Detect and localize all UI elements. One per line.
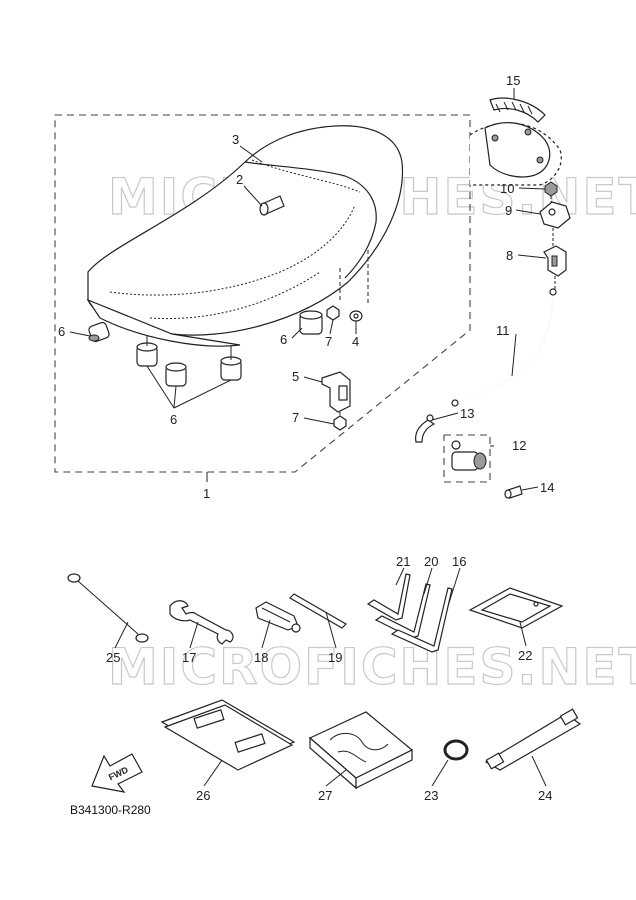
callout-23: 23 (424, 788, 438, 803)
rubber-strap[interactable] (484, 708, 582, 771)
callout-3: 3 (232, 132, 239, 147)
lock-nut[interactable] (544, 181, 558, 197)
callout-13: 13 (460, 406, 474, 421)
lock-lever[interactable] (415, 414, 436, 443)
callout-21: 21 (396, 554, 410, 569)
callout-16: 16 (452, 554, 466, 569)
seat-lock-cable[interactable] (451, 288, 557, 407)
callout-25: 25 (106, 650, 120, 665)
bracket-nut[interactable] (333, 415, 347, 431)
hex-wrench-16[interactable] (390, 587, 453, 653)
callout-9: 9 (505, 203, 512, 218)
hex-wrench-21[interactable] (366, 573, 411, 621)
callout-8: 8 (506, 248, 513, 263)
owners-manual[interactable] (308, 711, 414, 790)
lock-bolt[interactable] (504, 485, 523, 499)
o-ring[interactable] (443, 739, 469, 761)
lock-assembly-outline (443, 434, 491, 483)
tool-tray[interactable] (468, 587, 564, 629)
callout-4: 4 (352, 334, 359, 349)
callout-6-front: 6 (58, 324, 65, 339)
callout-27: 27 (318, 788, 332, 803)
callout-17: 17 (182, 650, 196, 665)
callout-12: 12 (512, 438, 526, 453)
spanner-wrench[interactable] (169, 600, 234, 645)
callout-15: 15 (506, 73, 520, 88)
callout-19: 19 (328, 650, 342, 665)
seat-assembly-outline (54, 114, 471, 473)
lock-plate[interactable] (539, 201, 571, 229)
callout-1: 1 (203, 486, 210, 501)
callout-14: 14 (540, 480, 554, 495)
seat-dampers-bottom[interactable] (136, 336, 242, 387)
callout-6-rear: 6 (280, 332, 287, 347)
washer[interactable] (349, 310, 363, 322)
callout-6-bottom: 6 (170, 412, 177, 427)
callout-22: 22 (518, 648, 532, 663)
seat-damper-front[interactable] (88, 321, 110, 343)
callout-24: 24 (538, 788, 552, 803)
callout-11: 11 (496, 323, 510, 338)
seat-lock[interactable] (451, 440, 487, 471)
watermark-bottom: MICROFICHES.NET (108, 638, 636, 696)
nut[interactable] (326, 305, 340, 321)
screwdriver-bit[interactable] (289, 593, 347, 629)
grab-bar[interactable] (469, 97, 562, 186)
callout-26: 26 (196, 788, 210, 803)
fwd-arrow: FWD (91, 753, 143, 793)
callout-7-top: 7 (325, 334, 332, 349)
reference-code: B341300-R280 (70, 803, 151, 817)
screwdriver-handle[interactable] (255, 601, 301, 633)
callout-20: 20 (424, 554, 438, 569)
seat-damper-rear[interactable] (299, 310, 323, 335)
callout-18: 18 (254, 650, 268, 665)
callout-2: 2 (236, 172, 243, 187)
owners-manual-pouch[interactable] (160, 699, 296, 771)
seat[interactable] (86, 125, 404, 347)
callout-10: 10 (500, 181, 514, 196)
helmet-cable[interactable] (67, 573, 149, 643)
callout-5: 5 (292, 369, 299, 384)
lock-bracket[interactable] (543, 245, 567, 277)
seat-bracket[interactable] (321, 371, 351, 420)
callout-7-bottom: 7 (292, 410, 299, 425)
